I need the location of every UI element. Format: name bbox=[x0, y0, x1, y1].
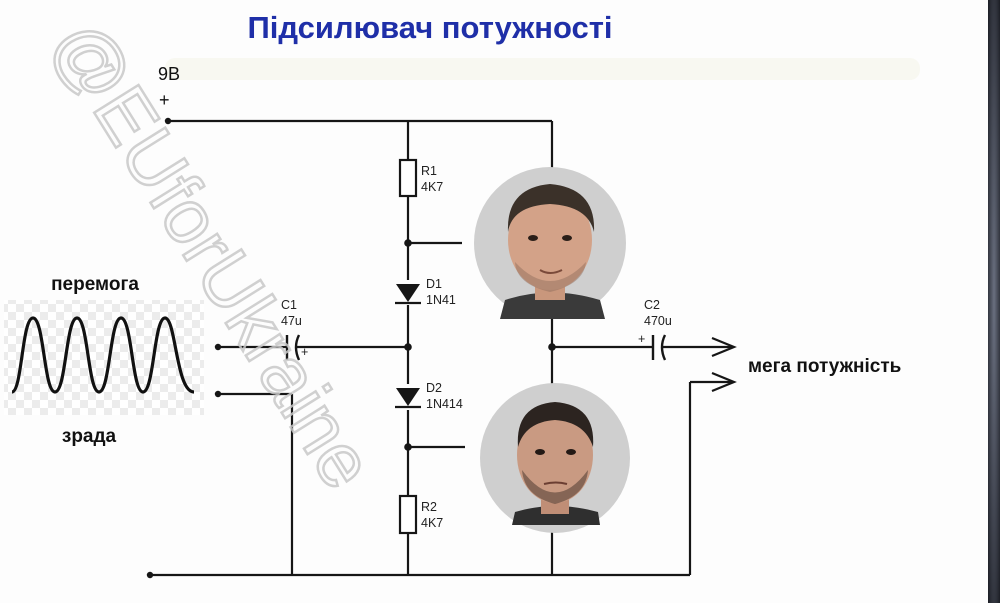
r2-value: 4K7 bbox=[421, 516, 443, 530]
d1-ref: D1 bbox=[426, 277, 442, 291]
d2-value: 1N414 bbox=[426, 397, 463, 411]
sine-wave bbox=[10, 316, 195, 394]
center-chain-wires bbox=[404, 121, 465, 575]
c1-value: 47u bbox=[281, 314, 302, 328]
capacitor-c2: + C2 470u bbox=[548, 298, 737, 395]
c1-polarity: + bbox=[301, 345, 308, 359]
d2-ref: D2 bbox=[426, 381, 442, 395]
supply-voltage-label: 9В bbox=[158, 64, 180, 84]
output-return-wire bbox=[688, 371, 737, 575]
title-underlay bbox=[165, 58, 920, 80]
supply-plus-label: + bbox=[159, 90, 170, 110]
photo-lower-circle bbox=[480, 383, 630, 533]
c2-value: 470u bbox=[644, 314, 672, 328]
input-return-wire bbox=[214, 390, 294, 575]
right-edge-strip bbox=[988, 0, 1000, 603]
checker-background bbox=[4, 300, 204, 415]
input-signal-panel bbox=[4, 300, 204, 415]
portrait-man-icon bbox=[500, 184, 605, 319]
r1-ref: R1 bbox=[421, 164, 437, 178]
resistor-r1: R1 4K7 bbox=[398, 158, 443, 198]
c2-ref: C2 bbox=[644, 298, 660, 312]
capacitor-c1: + C1 47u bbox=[214, 298, 408, 361]
input-top-label: перемога bbox=[51, 274, 139, 295]
c1-ref: C1 bbox=[281, 298, 297, 312]
resistor-r2: R2 4K7 bbox=[398, 494, 443, 535]
photo-upper-circle bbox=[474, 167, 626, 319]
diode-d1: D1 1N41 bbox=[395, 277, 456, 307]
input-bottom-label: зрада bbox=[62, 426, 117, 447]
r1-value: 4K7 bbox=[421, 180, 443, 194]
bottom-rail bbox=[146, 530, 690, 579]
c2-polarity: + bbox=[638, 332, 645, 346]
r2-ref: R2 bbox=[421, 500, 437, 514]
d1-value: 1N41 bbox=[426, 293, 456, 307]
portrait-man-icon bbox=[512, 402, 600, 525]
output-label: мега потужність bbox=[748, 356, 901, 377]
diode-d2: D2 1N414 bbox=[395, 381, 463, 411]
page-title: Підсилювач потужності bbox=[247, 10, 612, 45]
